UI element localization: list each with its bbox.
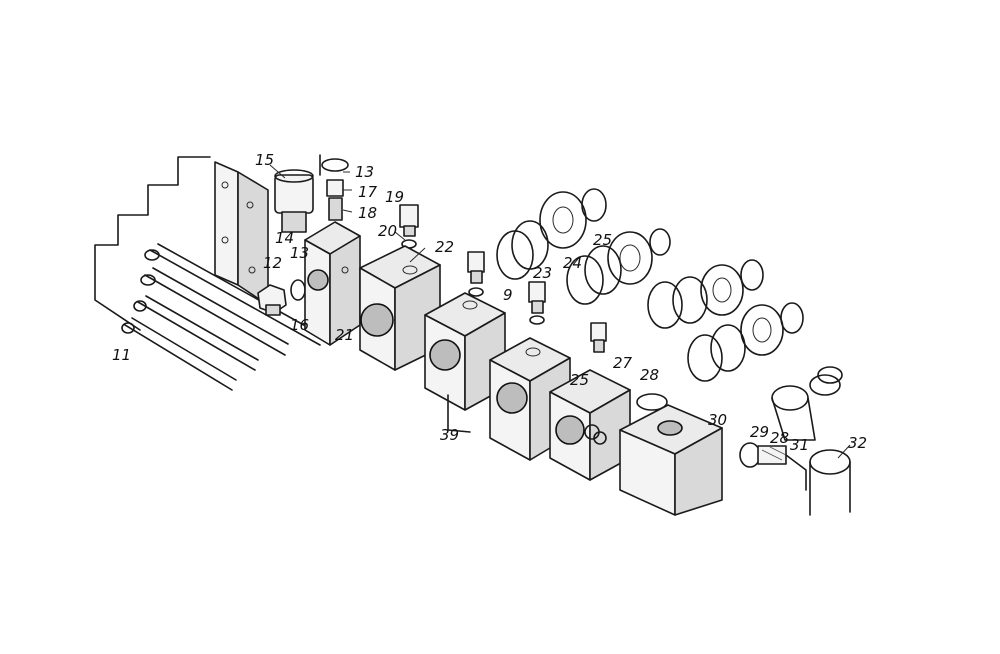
label-18: 18 — [358, 204, 377, 222]
leader-lines — [269, 164, 851, 459]
fitting-19 — [399, 204, 419, 249]
tie-rods — [121, 243, 321, 391]
label-9: 9 — [503, 286, 513, 304]
seal-rings-right — [647, 259, 764, 329]
label-11: 11 — [112, 346, 131, 364]
label-28: 28 — [640, 366, 659, 384]
o-ring-28 — [636, 393, 668, 411]
label-20: 20 — [378, 222, 397, 240]
label-28b: 28 — [770, 429, 789, 447]
rod-bracket-lines — [94, 156, 211, 331]
label-30: 30 — [708, 411, 727, 429]
label-13: 13 — [355, 163, 374, 181]
label-19: 19 — [385, 188, 404, 206]
label-22: 22 — [435, 238, 454, 256]
label-27: 27 — [613, 354, 633, 372]
label-25a: 25 — [593, 231, 612, 249]
label-12: 12 — [263, 254, 282, 272]
seal-rings-lower — [687, 302, 804, 382]
label-25b: 25 — [570, 371, 589, 389]
bracket-plate — [214, 161, 269, 306]
label-24: 24 — [563, 254, 582, 272]
valve-block-25-27 — [549, 369, 631, 481]
plug-12 — [257, 279, 306, 316]
connector-29-28-31 — [739, 442, 807, 491]
fitting-9 — [467, 251, 485, 297]
cylinder-cup — [771, 366, 843, 441]
seal-rings-upper — [496, 188, 607, 280]
valve-stack-13-17-18 — [319, 154, 349, 221]
valve-block-21 — [304, 221, 361, 346]
label-16: 16 — [290, 316, 309, 334]
fitting-23 — [528, 281, 546, 325]
label-32: 32 — [848, 434, 867, 452]
part-labels: 15 14 13 17 18 19 20 22 12 13 16 21 11 9… — [112, 151, 867, 454]
fitting-27 — [590, 322, 607, 353]
valve-block-9 — [424, 292, 506, 433]
housing-32 — [809, 449, 851, 516]
label-13b: 13 — [290, 244, 309, 262]
label-14: 14 — [275, 229, 294, 247]
label-21: 21 — [335, 326, 354, 344]
end-block-30 — [619, 404, 723, 516]
label-39: 39 — [440, 426, 459, 444]
label-15: 15 — [255, 151, 274, 169]
seal-rings-mid — [566, 228, 671, 305]
label-29: 29 — [750, 423, 769, 441]
fitting-15 — [274, 169, 314, 233]
label-31: 31 — [790, 436, 809, 454]
label-17: 17 — [358, 183, 378, 201]
label-23: 23 — [533, 264, 552, 282]
